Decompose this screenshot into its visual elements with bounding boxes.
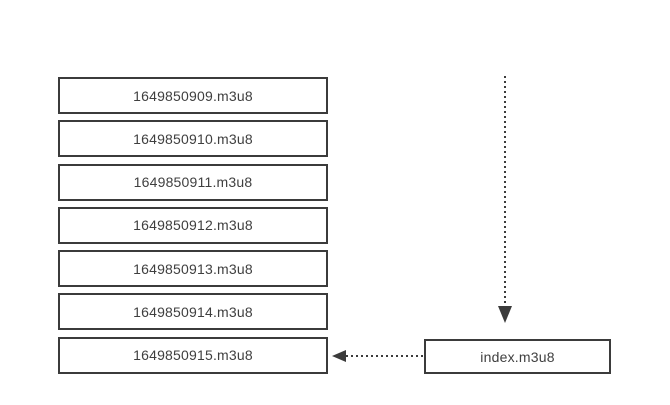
segment-file-box: 1649850915.m3u8 — [58, 336, 328, 374]
segment-file-box: 1649850911.m3u8 — [58, 163, 328, 201]
down-arrowhead-icon — [498, 306, 512, 323]
segment-file-list: 1649850909.m3u8 1649850910.m3u8 16498509… — [58, 77, 328, 374]
segment-file-box: 1649850912.m3u8 — [58, 206, 328, 244]
index-file-box: index.m3u8 — [424, 339, 611, 374]
segment-file-box: 1649850913.m3u8 — [58, 250, 328, 288]
left-arrowhead-icon — [332, 350, 346, 362]
down-arrow-dotted-line — [504, 76, 506, 306]
segment-file-box: 1649850909.m3u8 — [58, 77, 328, 114]
segment-file-box: 1649850910.m3u8 — [58, 120, 328, 158]
left-arrow-dotted-line — [346, 355, 423, 357]
segment-file-box: 1649850914.m3u8 — [58, 293, 328, 331]
